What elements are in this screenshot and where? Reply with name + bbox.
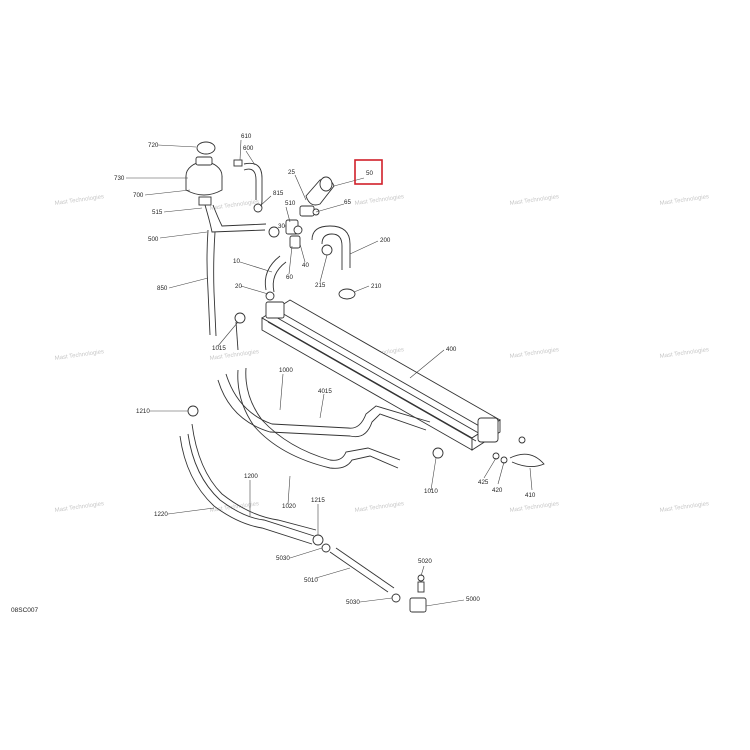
watermark: Mast Technologies bbox=[54, 501, 104, 514]
callout-1020: 1020 bbox=[282, 503, 296, 510]
cap-210 bbox=[338, 288, 356, 300]
callout-730: 730 bbox=[114, 175, 125, 182]
callout-4015: 4015 bbox=[318, 388, 332, 395]
watermark: Mast Technologies bbox=[509, 194, 559, 207]
thermostat-housing bbox=[299, 176, 335, 217]
hose-1200-outline-a bbox=[179, 435, 313, 545]
hose-1020-outline-a bbox=[237, 369, 399, 469]
callout-1000: 1000 bbox=[279, 367, 293, 374]
hose-10-b bbox=[272, 261, 287, 293]
hose-850-outline-b bbox=[213, 231, 217, 337]
callout-30: 30 bbox=[278, 223, 285, 230]
callout-1215: 1215 bbox=[311, 497, 325, 504]
callout-215: 215 bbox=[315, 282, 326, 289]
callout-10: 10 bbox=[233, 258, 240, 265]
hose-200-outline-a bbox=[311, 225, 351, 268]
callout-1015: 1015 bbox=[212, 345, 226, 352]
clamp-215 bbox=[321, 244, 333, 256]
callout-600: 600 bbox=[243, 145, 254, 152]
callout-1210: 1210 bbox=[136, 408, 150, 415]
callout-200: 200 bbox=[380, 237, 391, 244]
clamp-5030-upper bbox=[321, 543, 331, 553]
part-callouts: 720 610 600 730 700 515 500 850 815 25 5… bbox=[114, 133, 536, 606]
callout-1200: 1200 bbox=[244, 473, 258, 480]
hose-10-a bbox=[264, 255, 281, 291]
fittings-cluster bbox=[285, 219, 303, 249]
clamp-5030-lower bbox=[391, 593, 401, 603]
callout-20: 20 bbox=[235, 283, 242, 290]
callout-410: 410 bbox=[525, 492, 536, 499]
diagram-code: 08SC007 bbox=[11, 607, 38, 614]
callout-65: 65 bbox=[344, 199, 351, 206]
watermark: Mast Technologies bbox=[354, 501, 404, 514]
hose-1020-outline-b bbox=[245, 367, 401, 461]
watermark: Mast Technologies bbox=[659, 194, 709, 207]
hose-500-outline-b bbox=[212, 204, 267, 227]
hose-1220-outline bbox=[191, 423, 317, 531]
callout-5030-lower: 5030 bbox=[346, 599, 360, 606]
clamp-1010 bbox=[432, 447, 444, 459]
callout-720: 720 bbox=[148, 142, 159, 149]
callout-50: 50 bbox=[366, 170, 373, 177]
clamp-815 bbox=[268, 226, 280, 238]
callout-510: 510 bbox=[285, 200, 296, 207]
callout-515: 515 bbox=[152, 209, 163, 216]
hose-850-outline-a bbox=[206, 229, 211, 336]
callout-210: 210 bbox=[371, 283, 382, 290]
callout-5030-upper: 5030 bbox=[276, 555, 290, 562]
clamp-1215 bbox=[312, 534, 324, 546]
callout-850: 850 bbox=[157, 285, 168, 292]
callout-815: 815 bbox=[273, 190, 284, 197]
radiator-400 bbox=[261, 299, 501, 451]
watermark: Mast Technologies bbox=[509, 347, 559, 360]
drain-valve-5000 bbox=[409, 574, 427, 613]
callout-610: 610 bbox=[241, 133, 252, 140]
reservoir-cap bbox=[196, 141, 216, 155]
hose-1000-outline-a bbox=[217, 379, 427, 438]
watermark: Mast Technologies bbox=[659, 347, 709, 360]
callout-5020: 5020 bbox=[418, 558, 432, 565]
callout-420: 420 bbox=[492, 487, 503, 494]
watermark: Mast Technologies bbox=[509, 501, 559, 514]
clamp-20 bbox=[265, 291, 275, 301]
callout-700: 700 bbox=[133, 192, 144, 199]
callout-60: 60 bbox=[286, 274, 293, 281]
hose-600-inner bbox=[243, 168, 257, 200]
bracket-410 bbox=[492, 436, 545, 467]
callout-425: 425 bbox=[478, 479, 489, 486]
callout-5010: 5010 bbox=[304, 577, 318, 584]
callout-5000: 5000 bbox=[466, 596, 480, 603]
callout-1220: 1220 bbox=[154, 511, 168, 518]
hose-500-outline-a bbox=[204, 204, 266, 233]
leader-lines bbox=[126, 139, 533, 607]
hose-1000-outline-b bbox=[225, 373, 431, 429]
callout-40: 40 bbox=[302, 262, 309, 269]
clamp-1015 bbox=[234, 312, 246, 324]
hose-1200-outline-b bbox=[187, 433, 315, 537]
callout-500: 500 bbox=[148, 236, 159, 243]
watermark: Mast Technologies bbox=[54, 194, 104, 207]
hose-1015 bbox=[235, 321, 239, 351]
hose-200-outline-b bbox=[321, 233, 343, 270]
watermark: Mast Technologies bbox=[659, 501, 709, 514]
tube-5010-b bbox=[335, 547, 395, 589]
clamp-1210 bbox=[187, 405, 199, 417]
highlight-box bbox=[354, 159, 383, 185]
watermark: Mast Technologies bbox=[54, 349, 104, 362]
tube-5010-a bbox=[329, 551, 389, 593]
coolant-reservoir bbox=[185, 141, 223, 206]
callout-400: 400 bbox=[446, 346, 457, 353]
watermark: Mast Technologies bbox=[209, 199, 259, 212]
fitting-610 bbox=[233, 159, 243, 167]
callout-25: 25 bbox=[288, 169, 295, 176]
watermark: Mast Technologies bbox=[354, 194, 404, 207]
callout-1010: 1010 bbox=[424, 488, 438, 495]
